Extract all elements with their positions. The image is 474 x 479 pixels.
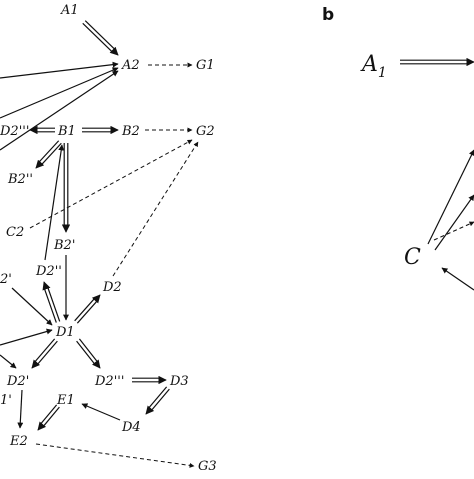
edge-b-c-up2 xyxy=(434,194,474,251)
edge-d1-d2p xyxy=(31,359,41,369)
node-b2-double-prime: B2'' xyxy=(7,172,33,187)
edge-d3-d4 xyxy=(147,386,168,410)
edge-e2-g3 xyxy=(35,443,195,468)
node-d3: D3 xyxy=(169,374,189,389)
node-b-a1: A1 xyxy=(360,52,387,81)
edge-c2-g2 xyxy=(29,139,193,229)
panel-a-edges xyxy=(0,20,199,468)
panel-b-letter: b xyxy=(322,5,334,25)
edge-d1-d2ppp xyxy=(78,338,99,364)
edge-d1-d2 xyxy=(91,294,101,304)
node-e2: E2 xyxy=(9,434,28,449)
node-d2-prime: D2' xyxy=(6,374,29,389)
edge-b1-b2pp xyxy=(35,159,45,169)
node-b2-prime: B2' xyxy=(53,238,75,253)
edge-b1-b2pp xyxy=(40,142,62,166)
node-c2: C2 xyxy=(6,225,24,240)
edge-b-into-c xyxy=(441,267,474,291)
edge-d1-d2p xyxy=(33,338,56,364)
node-b1: B1 xyxy=(57,124,76,139)
edge-d1-d2ppp xyxy=(76,340,96,366)
edge-d2pp-b1 xyxy=(44,144,65,261)
node-d2-triple-prime-top: D2''' xyxy=(0,124,29,139)
node-b2: B2 xyxy=(121,124,140,139)
edge-d1-d2 xyxy=(74,297,96,322)
node-a1: A1 xyxy=(60,3,79,18)
edge-d1-d2 xyxy=(76,299,99,324)
edge-left-a2-3 xyxy=(0,70,119,151)
edge-d1-d2pp xyxy=(42,281,51,291)
edge-a1-a2 xyxy=(109,46,119,56)
node-a2: A2 xyxy=(121,58,140,73)
edge-d2p-e2 xyxy=(17,389,24,429)
node-g2: G2 xyxy=(196,124,215,139)
node-d1: D1 xyxy=(55,325,75,340)
edge-e1-e2 xyxy=(39,404,58,426)
edge-d1-d2pp xyxy=(43,287,57,323)
edge-d1-d2ppp xyxy=(92,359,101,369)
edge-2p-d1 xyxy=(11,287,53,326)
edge-left-a2-1 xyxy=(0,61,119,79)
node-2-prime-left: 2' xyxy=(0,272,12,287)
node-g3: G3 xyxy=(198,459,217,474)
edge-a1-a2 xyxy=(84,20,117,51)
edge-d1-d2pp xyxy=(46,285,61,322)
edge-b-c-dashed xyxy=(433,221,474,241)
panel-b-edges xyxy=(400,57,474,291)
node-1-prime: 1' xyxy=(0,393,12,408)
node-b-c: C xyxy=(404,245,421,270)
node-e1: E1 xyxy=(56,393,75,408)
node-g1: G1 xyxy=(196,58,215,73)
edge-d4-e1 xyxy=(81,403,121,421)
edge-e1-e2 xyxy=(42,406,60,428)
node-d4: D4 xyxy=(121,420,141,435)
edge-left-d2p xyxy=(0,354,17,369)
edge-d3-d4 xyxy=(150,388,170,412)
edge-left-a2-2 xyxy=(0,67,119,119)
node-d2-triple-prime: D2''' xyxy=(94,374,124,389)
panel-b: b A1 C xyxy=(322,5,474,291)
panel-a: A1 A2 G1 D2''' B1 B2 G2 B2'' C2 B2' 2' xyxy=(0,3,217,474)
edge-d2-g2 xyxy=(112,141,199,277)
edge-a1-a2 xyxy=(82,22,114,54)
edge-d3-d4 xyxy=(145,405,155,415)
node-d2-double-prime: D2'' xyxy=(35,264,62,279)
edge-d1-d2p xyxy=(36,340,58,366)
edge-e1-e2 xyxy=(37,421,47,431)
node-d2: D2 xyxy=(102,280,122,295)
edge-b-c-up xyxy=(427,149,474,245)
edge-b1-b2pp xyxy=(37,140,60,164)
edge-left-d1 xyxy=(0,328,53,346)
